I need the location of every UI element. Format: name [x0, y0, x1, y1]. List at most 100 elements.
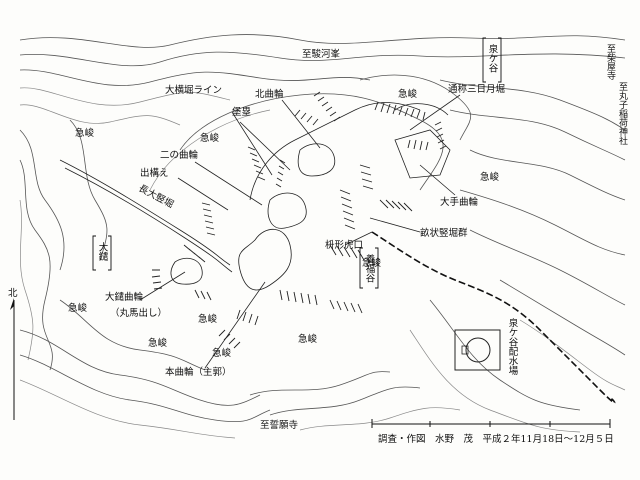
contour-line: [19, 87, 231, 106]
scarp-hatch: [201, 202, 216, 236]
leader-rui: [239, 121, 291, 171]
kuruwa-outline: [267, 192, 307, 229]
oote-outline: [394, 129, 451, 179]
izumigaya-label: 泉ケ谷: [487, 43, 499, 73]
kuruwa-outline: [297, 143, 336, 177]
scarp-hatch: [294, 109, 319, 126]
leader-lines: [139, 94, 461, 369]
contour-line: [59, 299, 206, 371]
direction-sunpu-label: 至駿河峯: [302, 48, 341, 60]
kitakuruwa-label: 北曲輪: [255, 88, 284, 100]
scarp-hatch: [183, 244, 206, 263]
scarp-hatch: [247, 146, 266, 181]
scarp-hatch: [379, 199, 413, 212]
contour-line: [19, 354, 271, 423]
steep-label: 急峻: [212, 347, 232, 359]
scarp-hatch: [434, 121, 447, 150]
steep-label: 急峻: [398, 88, 418, 100]
contour-line: [19, 69, 371, 86]
rui-label: 堡塁: [232, 106, 251, 118]
contour-line: [439, 79, 626, 131]
water-facility: [454, 329, 501, 371]
steep-label: 急峻: [298, 333, 318, 345]
long-trench-line: [64, 167, 233, 273]
terrain-hatching: [151, 91, 447, 349]
water-tank-icon: [465, 337, 491, 363]
north-label: 北: [8, 288, 18, 299]
contour-line: [179, 93, 444, 191]
ookusarikuruwa-label: 大鑓曲輪: [105, 291, 144, 303]
contour-line: [449, 109, 626, 161]
leader-degamae: [177, 177, 229, 211]
contour-line: [469, 149, 626, 201]
leader-toorimikazuki: [409, 94, 461, 131]
castle-ridge-outline: [249, 102, 421, 201]
steep-label: 急峻: [75, 127, 95, 139]
leader-oote: [419, 164, 456, 196]
survey-credit: 調査・作図 水野 茂 平成２年11月18日〜12月５日: [378, 433, 614, 445]
honkuruwa-label: 本曲輪（主郭）: [165, 366, 232, 378]
oote-label: 大手曲輪: [440, 196, 479, 208]
masugata-label: 枡形虎口: [325, 239, 363, 251]
ookusari-label: 大鑓: [97, 241, 109, 261]
steep-label: 急峻: [200, 132, 220, 144]
contour-line: [299, 407, 461, 431]
scarp-hatch: [194, 289, 212, 301]
contour-line: [149, 109, 271, 191]
contour-line: [519, 319, 626, 391]
direction-marukoinari-label: 至丸子稲荷神社: [617, 82, 628, 146]
steep-label: 急峻: [198, 313, 218, 325]
direction-seiganji-label: 至誓願寺: [260, 419, 299, 431]
contour-line: [269, 386, 421, 416]
long-trench-line: [59, 159, 231, 266]
contour-line: [19, 379, 236, 439]
north-arrow-head-icon: [10, 298, 14, 310]
urejou-label: 畝状竪堀群: [420, 227, 468, 239]
ookusari-box: 大鑓: [92, 235, 112, 271]
leader-honkuruwa: [204, 281, 266, 369]
steep-label: 急峻: [480, 171, 500, 183]
contour-line: [409, 329, 581, 433]
scarp-hatch: [151, 269, 163, 290]
contour-line: [359, 74, 472, 141]
scale-bar: [371, 419, 611, 428]
yofukudani-label: 養福谷: [364, 253, 376, 283]
leader-ooyokobori: [231, 111, 273, 176]
contour-line: [249, 371, 391, 396]
scarp-hatch: [374, 101, 426, 121]
contour-lines: [19, 34, 626, 439]
contour-line: [19, 51, 626, 67]
izumigaya-box: 泉ケ谷: [482, 37, 502, 83]
contour-line: [469, 229, 626, 306]
mikazuki-moat: [394, 103, 449, 116]
direction-shibaya-label: 至柴屋寺: [605, 44, 616, 80]
contour-line: [19, 159, 53, 371]
contour-line: [19, 199, 34, 361]
contour-line: [459, 189, 626, 256]
access-road: [371, 231, 616, 404]
scarp-hatch: [279, 289, 318, 306]
contour-line: [19, 104, 181, 126]
bracket-icon: [359, 247, 379, 289]
kuruwa-outline: [170, 257, 203, 285]
contour-line: [19, 129, 65, 271]
scarp-hatch: [329, 299, 363, 314]
scarp-hatch: [236, 309, 259, 326]
scarp-hatch: [313, 91, 341, 122]
leader-ninokuruwa: [194, 161, 263, 206]
leader-urejou: [369, 217, 421, 233]
steep-label: 急峻: [68, 302, 88, 314]
contour-line: [429, 299, 581, 411]
scarp-hatch: [329, 244, 365, 261]
umadashi-label: （丸馬出し）: [110, 307, 167, 319]
water-facility-enclosure: [454, 329, 501, 371]
contour-line: [19, 34, 626, 48]
honkuruwa-outline: [238, 228, 292, 291]
haisui-label: 泉ケ谷配水場: [507, 317, 519, 376]
ninokuruwa-label: 二の曲輪: [160, 149, 199, 161]
north-arrow: [10, 298, 15, 420]
scarp-hatch: [359, 164, 374, 190]
scarp-hatch: [407, 139, 429, 151]
